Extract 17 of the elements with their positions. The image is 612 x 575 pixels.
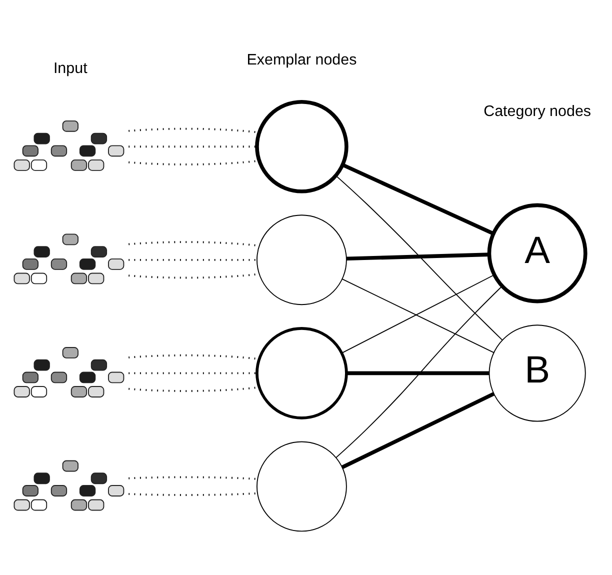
label: Category nodes [484,102,592,120]
connector [342,163,494,236]
node-circle: A [487,203,588,304]
label: Exemplar nodes [246,52,357,69]
node-circle [255,100,348,194]
connector [128,492,258,496]
connector [336,286,502,458]
node-circle [256,441,347,532]
connector [346,252,490,261]
node-circle: B [488,324,586,422]
connector [128,476,258,480]
label: Input [53,60,88,78]
connector [335,175,503,340]
connector [341,392,495,469]
node-circle [256,327,348,420]
connector [346,371,489,376]
node-circle [256,214,347,306]
